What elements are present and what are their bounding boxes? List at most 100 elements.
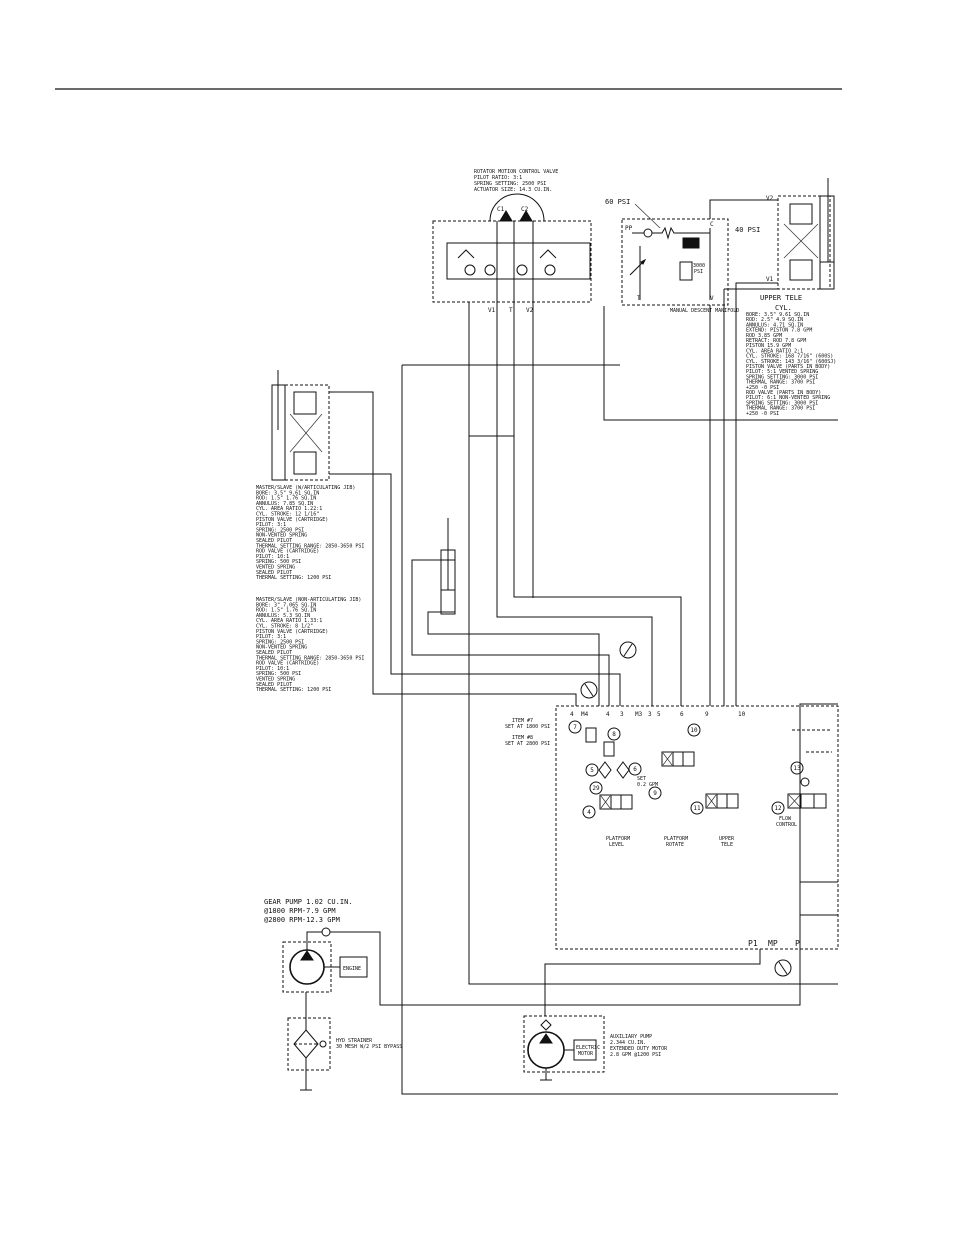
- port-label-0: 4: [570, 711, 574, 718]
- engine-label: ENGINE: [343, 966, 361, 972]
- callout-1: 8: [612, 731, 616, 738]
- ms-art-spec-16: SEALED PILOT: [256, 570, 292, 576]
- manual-descent-manifold: 60 PSI 40 PSI PP C T V 3000 PSI MANUAL D…: [605, 198, 760, 314]
- item7-b: SET AT 1800 PSI: [505, 724, 550, 730]
- ms-art-spec-13: PILOT: 10:1: [256, 554, 289, 560]
- p1-label: P1: [748, 939, 758, 948]
- c2-label: C2: [521, 206, 529, 213]
- ms-art-spec-2: ROD: 1.5" 1.76 SQ.IN: [256, 496, 316, 502]
- gauge-m3: [619, 641, 637, 659]
- psi3000-b: PSI: [694, 269, 703, 275]
- ms-art-spec-14: SPRING: 500 PSI: [256, 559, 301, 565]
- port-label-9: 10: [738, 711, 746, 718]
- ms-non-spec-16: SEALED PILOT: [256, 682, 292, 688]
- callout-circle-8: [690, 801, 704, 815]
- gp-label-1: @1800 RPM-7.9 GPM: [264, 907, 336, 915]
- ms-art-spec-8: SPRING: 2500 PSI: [256, 527, 304, 533]
- psi40-label: 40 PSI: [735, 226, 760, 234]
- psi60-label: 60 PSI: [605, 198, 630, 206]
- t-label: T: [509, 307, 513, 314]
- relief-valve-8: [603, 741, 615, 757]
- ms-art-spec-12: ROD VALVE (CARTRIDGE): [256, 549, 319, 555]
- callout-circle-4: [648, 786, 662, 800]
- callout-3: 6: [633, 766, 637, 773]
- port-label-6: 5: [657, 711, 661, 718]
- callout-circle-6: [589, 781, 603, 795]
- ms-art-spec-3: ANNULUS: 7.85 SQ.IN: [256, 501, 313, 507]
- ms-non-spec-13: PILOT: 10:1: [256, 666, 289, 672]
- ms-art-spec-9: NON-VENTED SPRING: [256, 533, 307, 539]
- upper-tele-spec-15: ROD VALVE (PARTS IN BODY): [746, 390, 821, 396]
- rotator-label-0: ROTATOR MOTION CONTROL VALVE: [474, 169, 558, 175]
- solenoid: [682, 237, 700, 249]
- descent-label: MANUAL DESCENT MANIFOLD: [670, 308, 739, 314]
- rotator-label-1: PILOT RATIO: 3:1: [474, 175, 522, 181]
- main-manifold-box: [555, 705, 839, 950]
- ms-non-spec-12: ROD VALVE (CARTRIDGE): [256, 661, 319, 667]
- callout-circle-2: [585, 763, 599, 777]
- callout-circle-1: [607, 727, 621, 741]
- rotator-manifold-body: [446, 242, 591, 280]
- upper-tele-spec-0: BORE: 3.5" 9.61 SQ.IN: [746, 312, 809, 318]
- master-slave-cylinder: MASTER/SLAVE (W/ARTICULATING JIB)BORE: 3…: [256, 370, 364, 693]
- callout-2: 5: [590, 767, 594, 774]
- ms-non-spec-4: CYL. AREA RATIO 1.33:1: [256, 618, 322, 624]
- callout-7: 10: [690, 727, 698, 734]
- ms-art-spec-0: MASTER/SLAVE (W/ARTICULATING JIB): [256, 485, 355, 491]
- descent-box: [621, 218, 729, 306]
- ms-art-spec-1: BORE: 3.5" 9.61 SQ.IN: [256, 490, 319, 496]
- ms-non-spec-11: THERMAL SETTING RANGE: 2850-3650 PSI: [256, 655, 364, 661]
- upper-tele-spec-4: ROD 3.85 GPM: [746, 333, 782, 339]
- upper-tele-spec-3: EXTEND: PISTON 7.8 GPM: [746, 328, 812, 334]
- ms-art-spec-7: PILOT: 3:1: [256, 522, 286, 528]
- ms-non-spec-7: PILOT: 3:1: [256, 634, 286, 640]
- callout-9: 12: [774, 805, 782, 812]
- callout-4: 9: [653, 790, 657, 797]
- aux-label-1: 2.344 CU.IN.: [610, 1040, 646, 1046]
- ms-non-spec-9: NON-VENTED SPRING: [256, 645, 307, 651]
- ms-art-spec-5: CYL. STROKE: 12 1/16": [256, 512, 319, 518]
- strainer-label-1: 30 MESH W/2 PSI BYPASS: [336, 1044, 402, 1050]
- gauge-mp: [774, 959, 792, 977]
- hydraulic-lines: [329, 199, 838, 1095]
- ms-art-spec-4: CYL. AREA RATIO 1.22:1: [256, 506, 322, 512]
- engine-box: [339, 956, 368, 978]
- ut-v2: V2: [766, 195, 774, 202]
- gear-pump: GEAR PUMP 1.02 CU.IN. @1800 RPM-7.9 GPM …: [264, 898, 368, 993]
- callout-circle-9: [771, 801, 785, 815]
- ut-cyl: CYL.: [775, 304, 792, 312]
- callout-circle-7: [687, 723, 701, 737]
- callout-circle-0: [568, 720, 582, 734]
- t-port-label: T: [637, 295, 641, 302]
- jib-cylinder: [440, 518, 456, 615]
- upper-tele-spec-17: SPRING SETTING: 3000 PSI: [746, 400, 818, 406]
- ms-non-spec-2: ROD: 1.5" 1.76 SQ.IN: [256, 608, 316, 614]
- strainer-label-0: HYD STRAINER: [336, 1038, 373, 1044]
- ms-art-spec-6: PISTON VALVE (CARTRIDGE): [256, 517, 328, 523]
- strainer-box: [287, 1017, 331, 1071]
- port-label-7: 6: [680, 711, 684, 718]
- relief-valve: [679, 261, 693, 281]
- platform-rotate-valve: [661, 751, 695, 767]
- rotator-valve: ROTATOR MOTION CONTROL VALVE PILOT RATIO…: [432, 169, 592, 314]
- counterbalance-left: [457, 249, 475, 259]
- rotator-manifold-box: [432, 220, 592, 303]
- v2-label: V2: [526, 307, 534, 314]
- fc-b: CONTROL: [776, 822, 797, 828]
- gauge-m4: [580, 681, 598, 699]
- callout-6: 29: [592, 785, 600, 792]
- ms-non-spec-10: SEALED PILOT: [256, 650, 292, 656]
- ms-non-spec-1: BORE: 3" 7.065 SQ.IN: [256, 602, 316, 608]
- ms-non-spec-5: CYL. STROKE: 8 1/2": [256, 624, 313, 630]
- electric-motor-box: [573, 1039, 597, 1061]
- port-label-2: 4: [606, 711, 610, 718]
- p-label: P: [795, 939, 800, 948]
- ms-non-spec-17: THERMAL SETTING: 1200 PSI: [256, 687, 331, 693]
- port-label-3: 3: [620, 711, 624, 718]
- callout-circle-10: [790, 761, 804, 775]
- check-valve: [643, 228, 653, 238]
- ms-non-spec-0: MASTER/SLAVE (NON-ARTICULATING JIB): [256, 597, 361, 603]
- ms-non-spec-14: SPRING: 500 PSI: [256, 671, 301, 677]
- ms-art-spec-10: SEALED PILOT: [256, 538, 292, 544]
